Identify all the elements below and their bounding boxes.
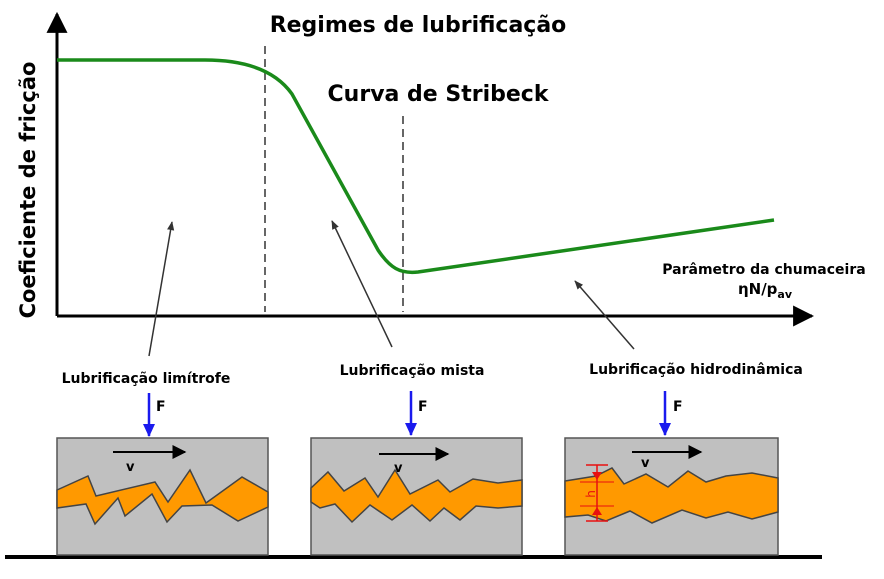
force-arrow-head <box>659 423 671 436</box>
film-thickness-marker <box>580 464 614 522</box>
diagram-title: Regimes de lubrificação <box>270 13 567 38</box>
lubricant-layer <box>310 468 523 524</box>
pointer-arrow-hydrodynamic <box>574 280 635 350</box>
velocity-label: v <box>126 460 135 475</box>
force-label: F <box>156 399 166 415</box>
pointer-arrow-boundary <box>148 221 175 357</box>
hydrodynamic-lubrication-illustration: v F h <box>564 391 779 556</box>
force-label: F <box>418 399 428 415</box>
lubricant-layer <box>56 468 269 526</box>
curve-title: Curva de Stribeck <box>328 82 550 107</box>
regime-label-boundary: Lubrificação limítrofe <box>62 371 231 387</box>
film-thickness-label: h <box>584 490 598 498</box>
x-axis-label-eta: ηN/p <box>738 280 778 298</box>
x-axis-label-line1: Parâmetro da chumaceira <box>662 262 865 278</box>
lubricant-layer <box>564 467 779 524</box>
regime-label-mixed: Lubrificação mista <box>340 363 485 379</box>
velocity-label: v <box>641 456 650 471</box>
velocity-label: v <box>394 461 403 476</box>
regime-label-hydrodynamic: Lubrificação hidrodinâmica <box>589 362 803 378</box>
force-arrow-head <box>405 423 417 436</box>
force-arrow-head <box>143 424 155 437</box>
mixed-lubrication-illustration: v F <box>310 391 523 556</box>
y-axis-label: Coeficiente de fricção <box>16 62 40 319</box>
x-axis-label-subscript: av <box>777 288 792 301</box>
x-axis-label-line2: ηN/pav <box>738 280 793 301</box>
pointer-arrow-mixed <box>331 220 393 348</box>
stribeck-curve <box>57 58 775 275</box>
force-label: F <box>673 399 683 415</box>
boundary-lubrication-illustration: v F <box>56 393 269 556</box>
